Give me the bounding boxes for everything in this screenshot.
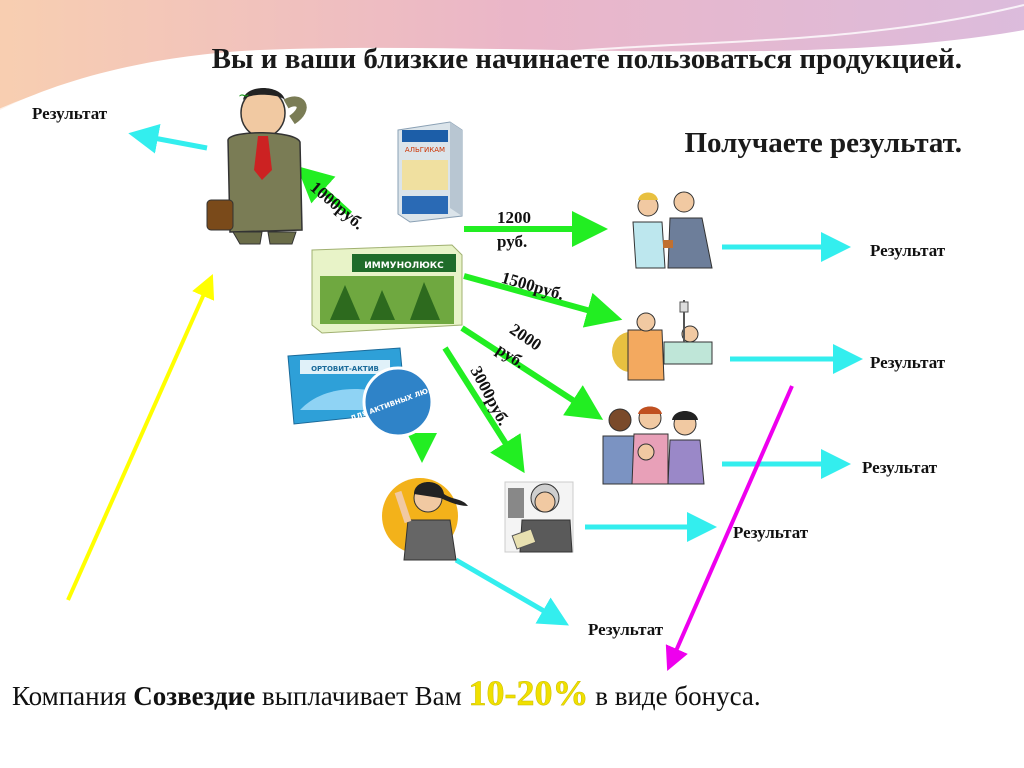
arrow-yellow-up bbox=[66, 274, 215, 601]
footer-prefix: Компания bbox=[12, 681, 127, 711]
arrow-to-man bbox=[296, 165, 353, 217]
group-illustration bbox=[602, 406, 705, 485]
immunolux-box-text: ИММУНОЛЮКС bbox=[364, 261, 444, 271]
result-label-patient: Результат bbox=[870, 353, 946, 372]
bonus-sentence: Компания Созвездие выплачивает Вам 10-20… bbox=[12, 672, 761, 714]
page-subtitle: Получаете результат. bbox=[684, 127, 962, 159]
svg-text:~: ~ bbox=[238, 88, 250, 104]
arrow-result-girl bbox=[454, 557, 569, 626]
result-label-girl: Результат bbox=[588, 620, 664, 639]
grandma-illustration bbox=[504, 481, 574, 553]
ortovit-box-text: ОРТОВИТ-АКТИВ bbox=[311, 365, 379, 373]
result-label-man: Результат bbox=[32, 104, 108, 123]
result-label-couple: Результат bbox=[870, 241, 946, 260]
businessman-illustration: ~ bbox=[206, 88, 307, 245]
product-box-immunolux bbox=[311, 244, 463, 334]
arrow-result-man bbox=[128, 124, 208, 154]
couple-illustration bbox=[632, 191, 713, 269]
patient-bed-illustration bbox=[612, 300, 714, 381]
price-label-1200: 1200 руб. bbox=[497, 208, 531, 251]
girl-waving-illustration bbox=[382, 478, 468, 561]
algikam-box-text: АЛЬГИКАМ bbox=[405, 146, 445, 154]
arrow-2000 bbox=[460, 325, 604, 420]
company-name: Созвездие bbox=[133, 681, 256, 711]
footer-middle: выплачивает Вам bbox=[261, 681, 462, 711]
result-label-group: Результат bbox=[862, 458, 938, 477]
header-decoration bbox=[0, 0, 1024, 112]
arrow-3000 bbox=[442, 346, 525, 474]
footer-suffix: в виде бонуса. bbox=[595, 681, 761, 711]
arrow-1500 bbox=[463, 273, 623, 328]
result-label-grandma: Результат bbox=[733, 523, 809, 542]
product-box-algikam bbox=[397, 121, 463, 223]
arrow-magenta-down bbox=[665, 385, 794, 671]
page-title: Вы и ваши близкие начинаете пользоваться… bbox=[211, 43, 962, 75]
product-box-ortovit bbox=[287, 347, 434, 438]
bonus-percent: 10-20% bbox=[468, 673, 589, 714]
